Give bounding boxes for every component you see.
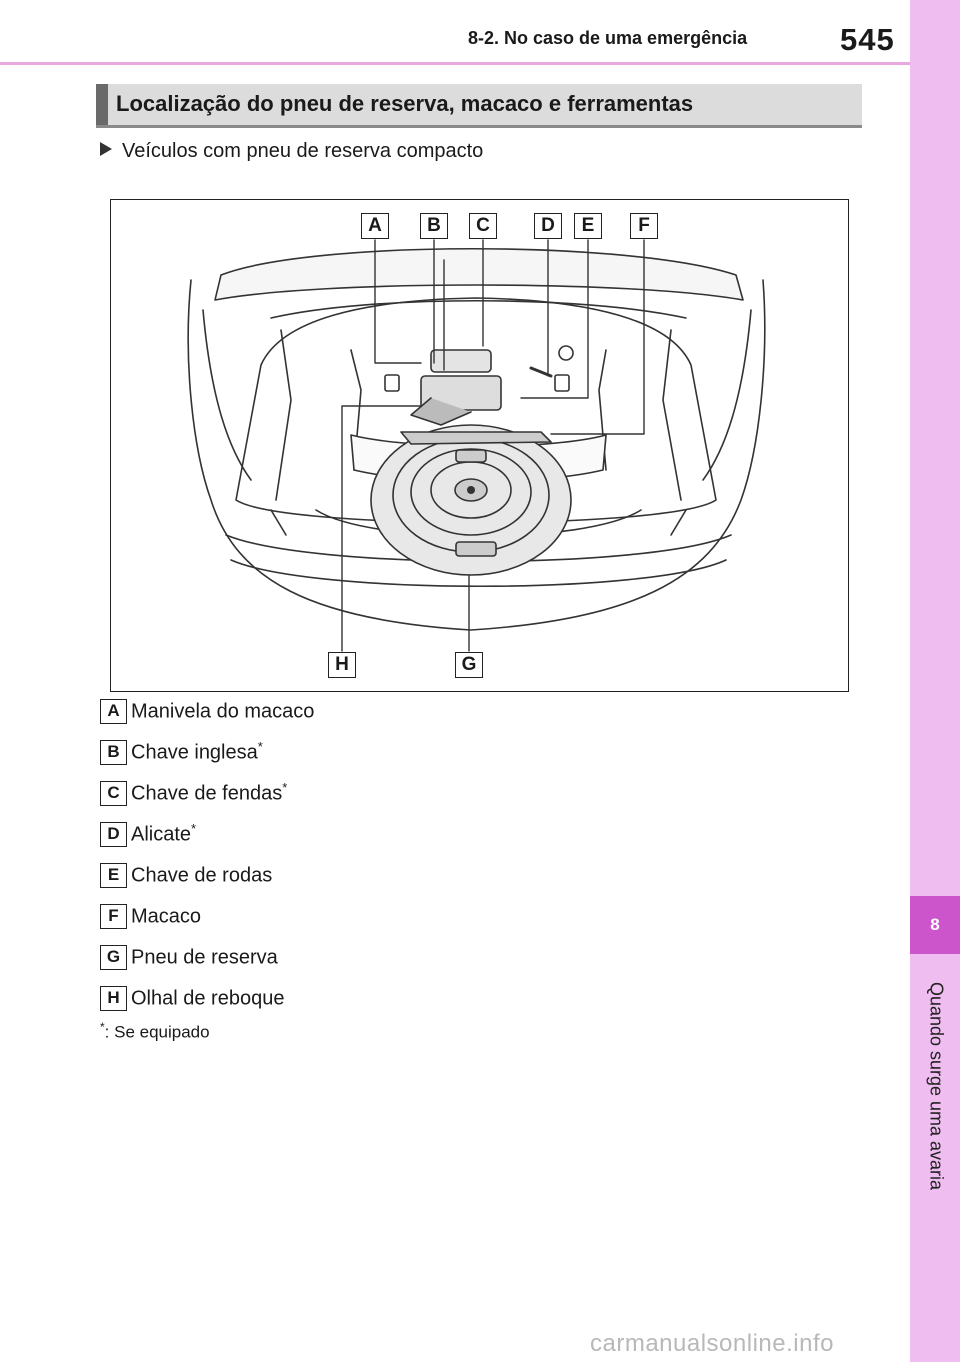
callout-a: A: [361, 213, 389, 239]
legend-text: Chave inglesa*: [131, 739, 263, 764]
legend-text: Macaco: [131, 905, 202, 928]
chapter-number-badge: 8: [910, 896, 960, 954]
legend-text: Manivela do macaco: [131, 700, 315, 723]
triangle-bullet-icon: [100, 142, 112, 156]
legend-item: F Macaco: [100, 903, 201, 929]
legend-key: D: [100, 821, 127, 847]
bullet-text: Veículos com pneu de reserva compacto: [122, 140, 484, 162]
section-path: 8-2. No caso de uma emergência: [468, 28, 748, 48]
watermark: carmanualsonline.info: [590, 1330, 834, 1357]
legend-text: Alicate*: [131, 821, 197, 846]
legend-item: E Chave de rodas: [100, 862, 272, 888]
legend-item: G Pneu de reserva: [100, 944, 278, 970]
equipped-footnote-mark: *: [282, 780, 288, 796]
callout-b: B: [420, 213, 448, 239]
legend-key: A: [100, 698, 127, 724]
legend-key: F: [100, 903, 127, 929]
legend-item: C Chave de fendas*: [100, 780, 287, 806]
legend-key: C: [100, 780, 127, 806]
chapter-side-tab: [910, 0, 960, 1362]
section-banner: Localização do pneu de reserva, macaco e…: [96, 84, 862, 128]
trunk-illustration: A B C D E F H G: [110, 199, 849, 692]
equipped-footnote-mark: *: [191, 821, 197, 837]
callout-h: H: [328, 652, 356, 678]
footnote: *: Se equipado: [100, 1020, 210, 1043]
legend-key: G: [100, 944, 127, 970]
legend-item: D Alicate*: [100, 821, 196, 847]
section-title: Localização do pneu de reserva, macaco e…: [116, 91, 694, 116]
page-number: 545: [840, 22, 895, 57]
legend-item: B Chave inglesa*: [100, 739, 263, 765]
callout-e: E: [574, 213, 602, 239]
legend-text: Chave de fendas*: [131, 780, 288, 805]
callout-d: D: [534, 213, 562, 239]
chapter-title: Quando surge uma avaria: [926, 981, 947, 1191]
trunk-drawing: [187, 239, 766, 652]
callout-g: G: [455, 652, 483, 678]
legend-text: Pneu de reserva: [131, 946, 278, 969]
equipped-footnote-mark: *: [257, 739, 263, 755]
footnote-mark: *: [100, 1020, 105, 1034]
legend-key: E: [100, 862, 127, 888]
footnote-text: : Se equipado: [104, 1022, 210, 1042]
header-divider: [0, 62, 910, 65]
legend-key: H: [100, 985, 127, 1011]
legend-text: Chave de rodas: [131, 864, 273, 887]
banner-accent-bar: [96, 84, 108, 125]
bullet-item: Veículos com pneu de reserva compacto: [100, 140, 483, 163]
callout-c: C: [469, 213, 497, 239]
legend-item: A Manivela do macaco: [100, 698, 314, 724]
legend-text: Olhal de reboque: [131, 987, 285, 1010]
callout-f: F: [630, 213, 658, 239]
legend-item: H Olhal de reboque: [100, 985, 284, 1011]
legend-key: B: [100, 739, 127, 765]
